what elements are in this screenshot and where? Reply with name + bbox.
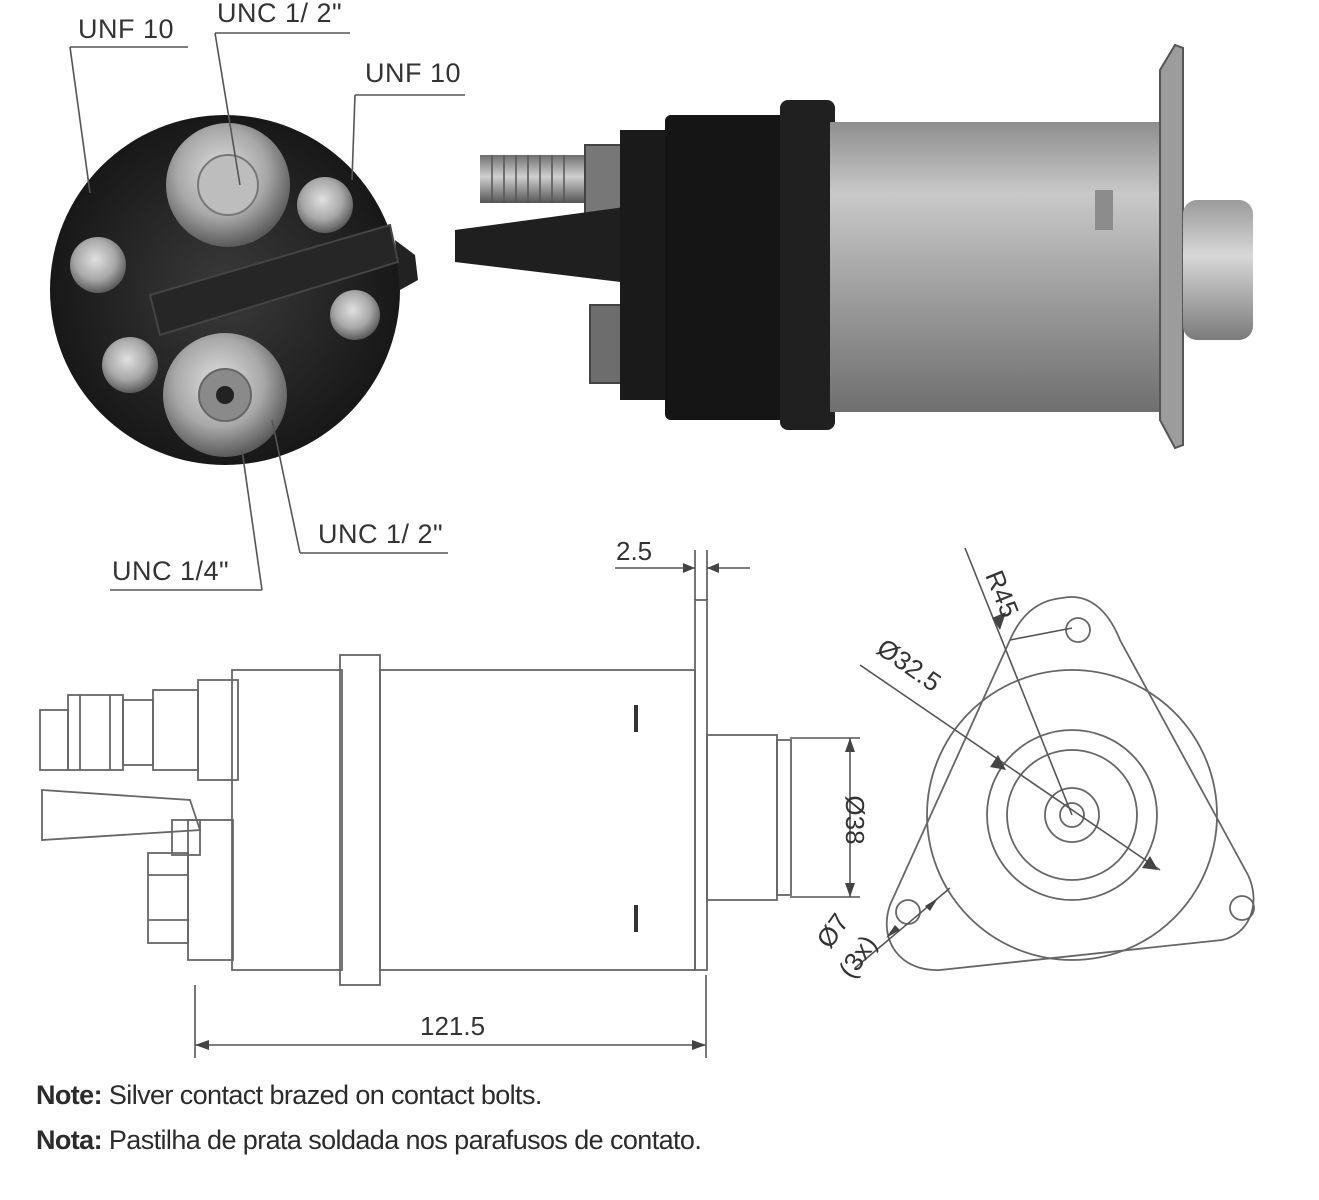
dim-overall-length: 121.5 <box>420 1011 485 1041</box>
callout-unf10-left: UNF 10 <box>78 14 174 44</box>
callout-unc-quarter: UNC 1/4" <box>112 556 229 586</box>
callout-unf10-right: UNF 10 <box>365 58 461 88</box>
note-portuguese-text: Pastilha de prata soldada nos parafusos … <box>102 1125 702 1155</box>
callout-leaders <box>69 32 465 591</box>
cap-rim <box>780 100 835 430</box>
small-stud-lower-left <box>102 337 158 393</box>
small-stud-lower-right <box>330 290 380 340</box>
dim-plunger-diameter: Ø38 <box>840 795 870 844</box>
callout-unc-half-top: UNC 1/ 2" <box>217 0 342 28</box>
solenoid-can <box>830 122 1170 412</box>
note-portuguese: Nota: Pastilha de prata soldada nos para… <box>36 1125 702 1156</box>
small-stud-right <box>297 177 353 233</box>
threaded-stud <box>480 155 590 203</box>
callout-unc-half-bottom: UNC 1/ 2" <box>318 519 443 549</box>
note-english-label: Note: <box>36 1080 103 1110</box>
terminal-strap <box>148 223 400 337</box>
end-cap-body <box>665 115 790 420</box>
note-english: Note: Silver contact brazed on contact b… <box>36 1080 542 1111</box>
large-stud-top-nut <box>197 154 259 216</box>
dim-flange-thickness: 2.5 <box>616 536 652 566</box>
note-portuguese-label: Nota: <box>36 1125 103 1155</box>
flange-dimension-lines <box>854 547 1161 969</box>
plunger <box>1183 200 1253 340</box>
dim-bore-diameter: Ø32.5 <box>872 632 947 697</box>
dim-flange-radius: R45 <box>979 566 1025 621</box>
end-cap-tab <box>395 240 418 290</box>
flange-front-view <box>885 596 1255 971</box>
end-view-photo <box>50 115 418 465</box>
dimension-lines <box>194 550 860 1058</box>
stud-bore <box>216 386 234 404</box>
small-stud-left <box>70 237 126 293</box>
mounting-flange <box>1159 43 1184 450</box>
side-view-photo <box>455 43 1253 450</box>
note-english-text: Silver contact brazed on contact bolts. <box>102 1080 542 1110</box>
can-slot <box>1095 190 1113 230</box>
side-elevation-drawing <box>39 599 792 986</box>
thread-marks <box>491 155 565 203</box>
stud-nut-top <box>584 144 626 216</box>
terminal-blade <box>455 205 645 285</box>
